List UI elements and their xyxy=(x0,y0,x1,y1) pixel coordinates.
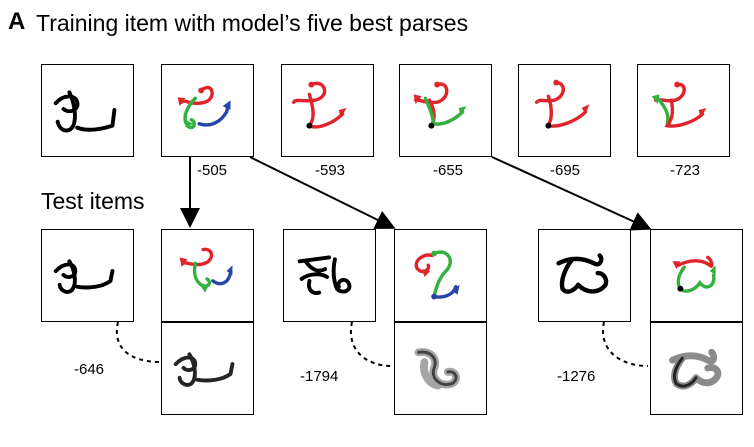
test-parse-box-3 xyxy=(650,229,743,322)
test-character-box-2 xyxy=(283,229,376,322)
test-generated-box-2 xyxy=(394,322,487,415)
parse-score-1: -505 xyxy=(197,162,228,179)
test-score-1: -646 xyxy=(74,361,105,378)
test-generated-box-3 xyxy=(650,322,743,415)
test-items-label: Test items xyxy=(41,188,145,214)
parse-score-4: -695 xyxy=(550,162,581,179)
parse-box-4 xyxy=(518,64,611,157)
test-generated-box-1 xyxy=(161,322,254,415)
parse-box-3 xyxy=(399,64,492,157)
test-score-3: -1276 xyxy=(557,368,596,385)
parse-box-5 xyxy=(637,64,730,157)
parse-box-2 xyxy=(281,64,374,157)
dashed-link-1 xyxy=(115,321,161,363)
parse-score-5: -723 xyxy=(670,162,701,179)
test-character-box-3 xyxy=(538,229,631,322)
parse-score-2: -593 xyxy=(315,162,346,179)
dashed-link-2 xyxy=(349,321,393,367)
parse-score-3: -655 xyxy=(433,162,464,179)
test-score-2: -1794 xyxy=(300,368,339,385)
training-character-box xyxy=(41,64,134,157)
parse-box-1 xyxy=(161,64,254,157)
figure-title: Training item with model’s five best par… xyxy=(36,10,469,36)
test-parse-box-2 xyxy=(394,229,487,322)
test-character-box-1 xyxy=(41,229,134,322)
panel-letter: A xyxy=(8,8,26,35)
dashed-link-3 xyxy=(602,321,649,367)
test-parse-box-1 xyxy=(161,229,254,322)
